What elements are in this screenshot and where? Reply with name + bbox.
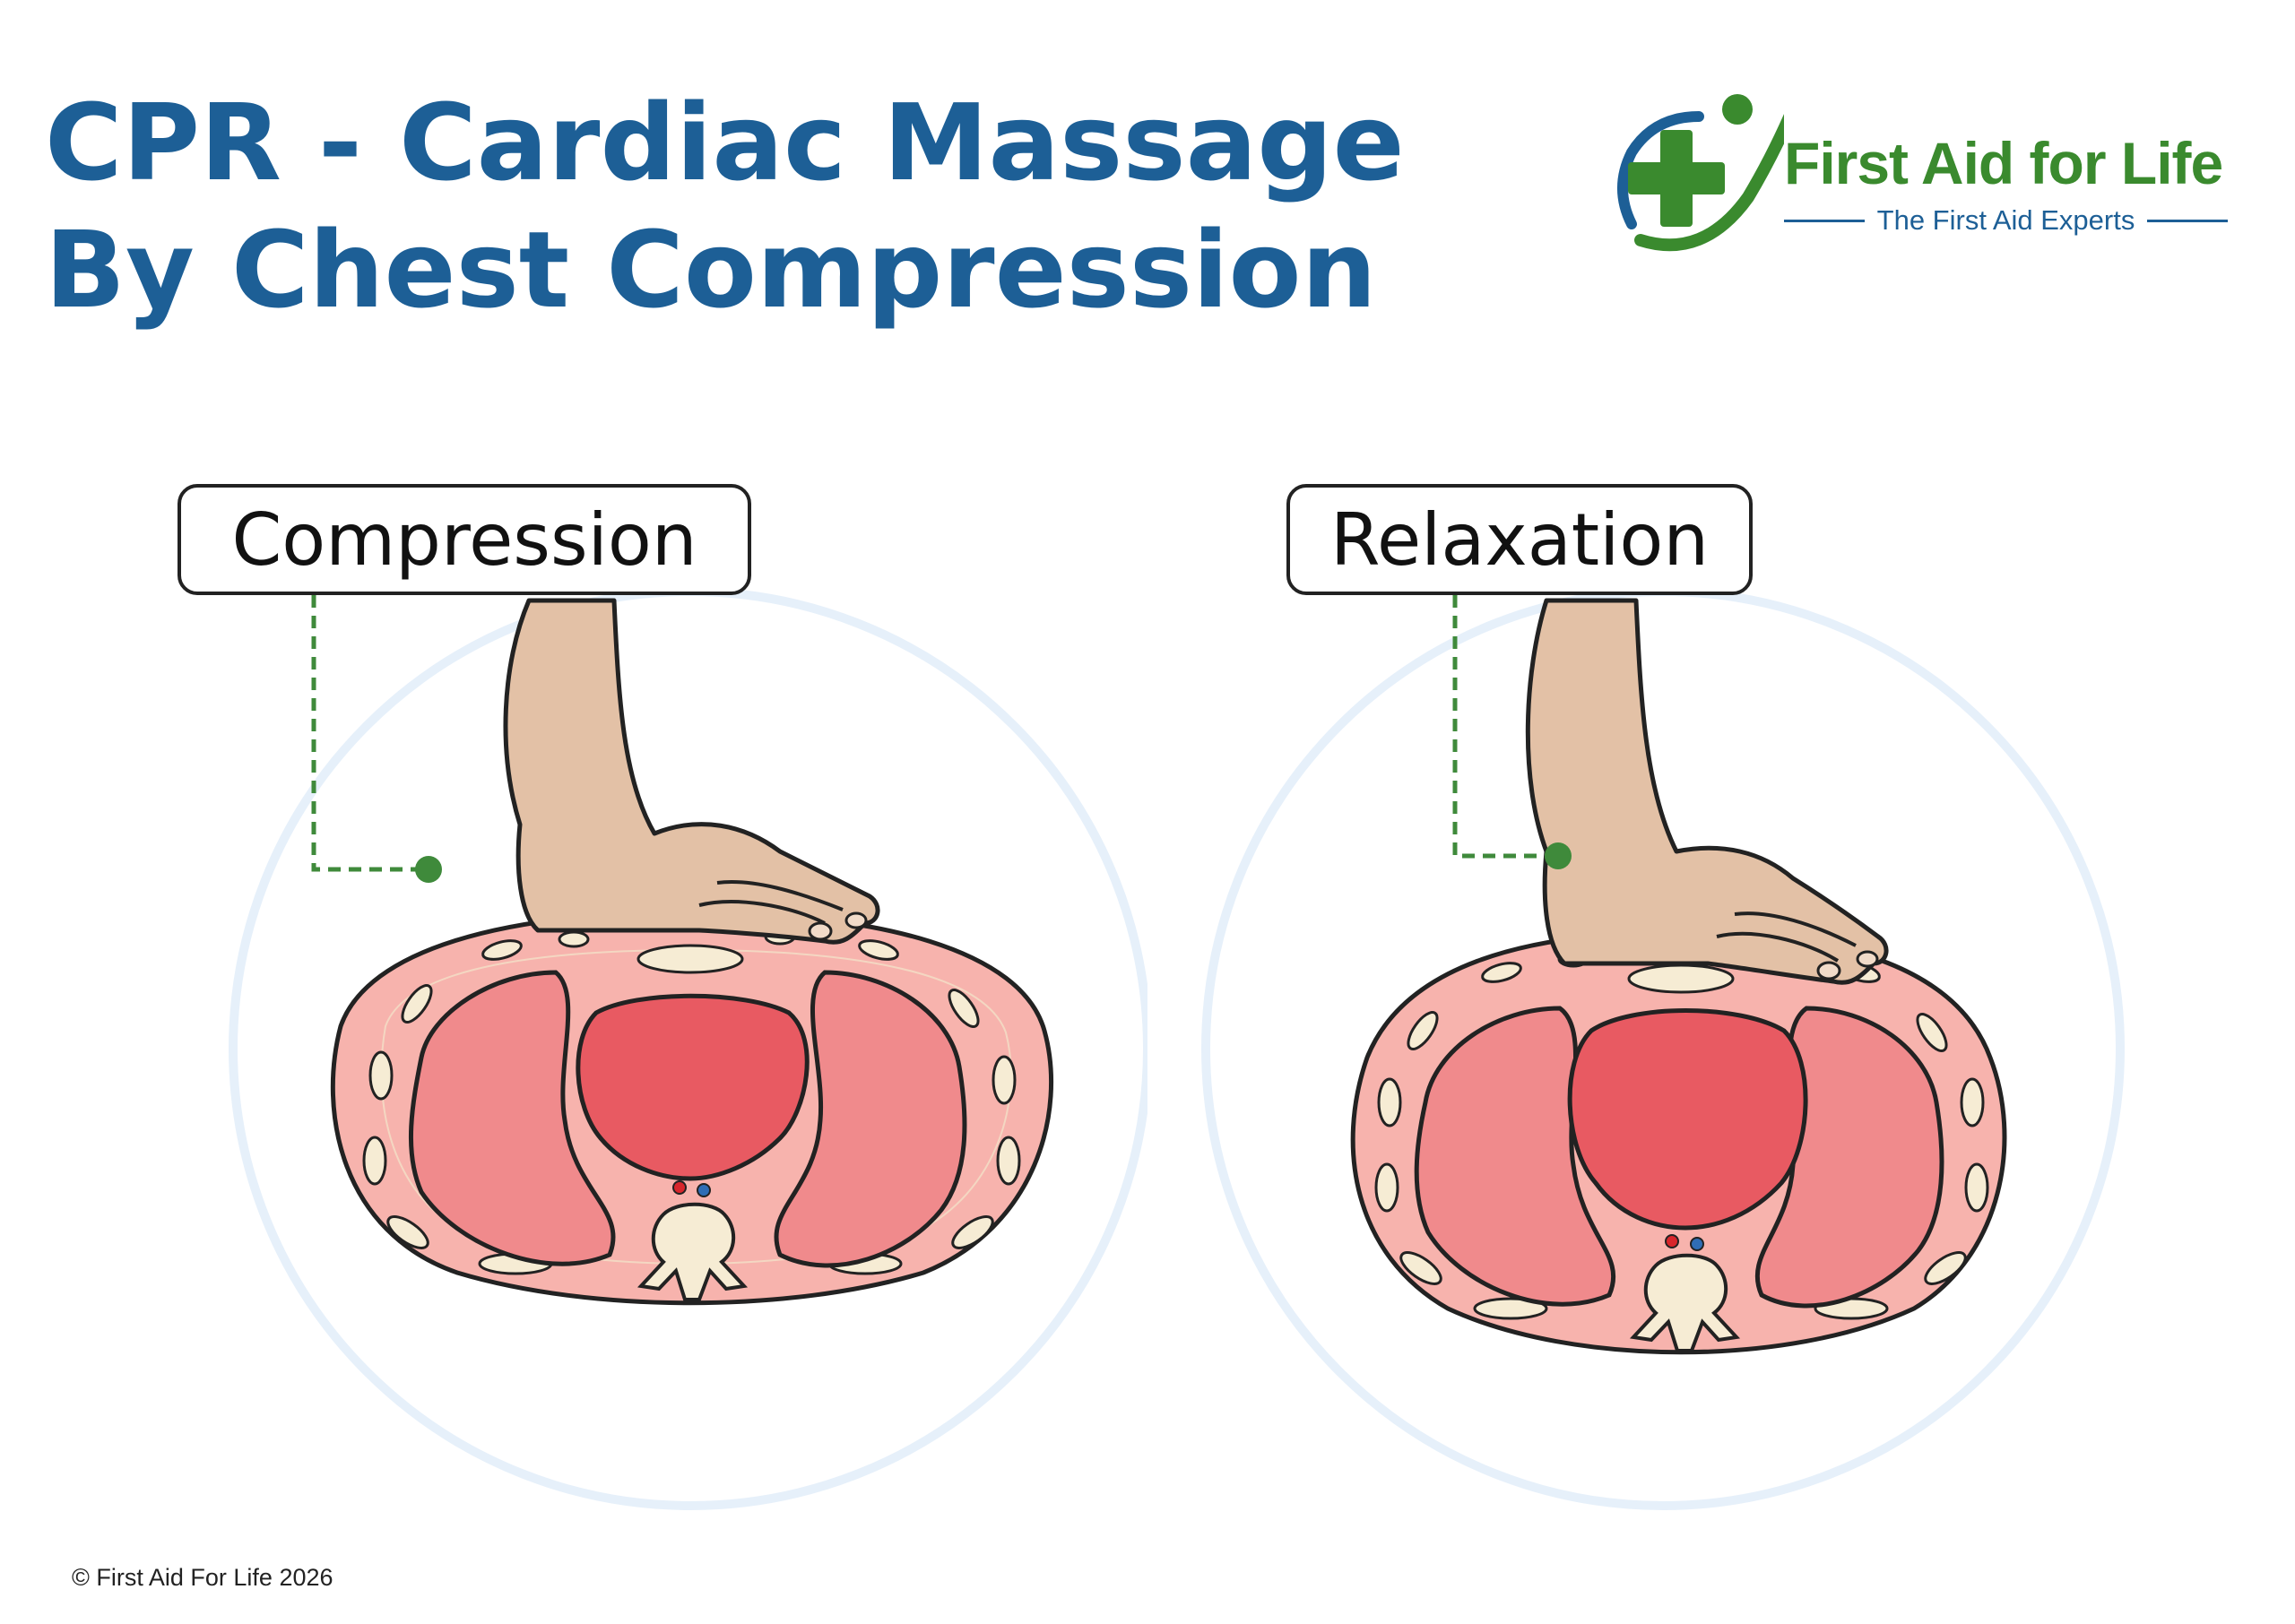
logo-cross-figure-icon xyxy=(1617,94,1784,252)
tagline-rule-right xyxy=(2147,219,2228,222)
compressing-hand xyxy=(503,598,880,945)
compression-label: Compression xyxy=(178,484,751,595)
pointer-line xyxy=(1452,595,1551,859)
page-title: CPR - Cardiac Massage By Chest Compressi… xyxy=(45,79,1405,333)
chest-cross-section xyxy=(330,910,1054,1306)
title-line-2: By Chest Compression xyxy=(45,208,1377,332)
pointer-line xyxy=(311,595,421,872)
logo-tagline-text: The First Aid Experts xyxy=(1876,204,2135,236)
chest-cross-section xyxy=(1350,929,2007,1355)
relaxation-panel: Relaxation xyxy=(1143,484,2129,1524)
pointer-dot xyxy=(415,856,442,883)
brand-logo: First Aid for Life The First Aid Experts xyxy=(1605,90,2232,260)
compression-illustration xyxy=(229,587,1148,1510)
logo-tagline: The First Aid Experts xyxy=(1784,204,2228,237)
relaxation-label: Relaxation xyxy=(1286,484,1753,595)
title-line-1: CPR - Cardiac Massage xyxy=(45,81,1405,204)
logo-name: First Aid for Life xyxy=(1784,130,2223,196)
copyright-notice: © First Aid For Life 2026 xyxy=(72,1564,333,1591)
relaxation-illustration xyxy=(1201,587,2125,1510)
compression-panel: Compression xyxy=(161,484,1148,1524)
resting-hand xyxy=(1525,598,1889,985)
tagline-rule-left xyxy=(1784,219,1865,222)
pointer-dot xyxy=(1545,842,1572,869)
